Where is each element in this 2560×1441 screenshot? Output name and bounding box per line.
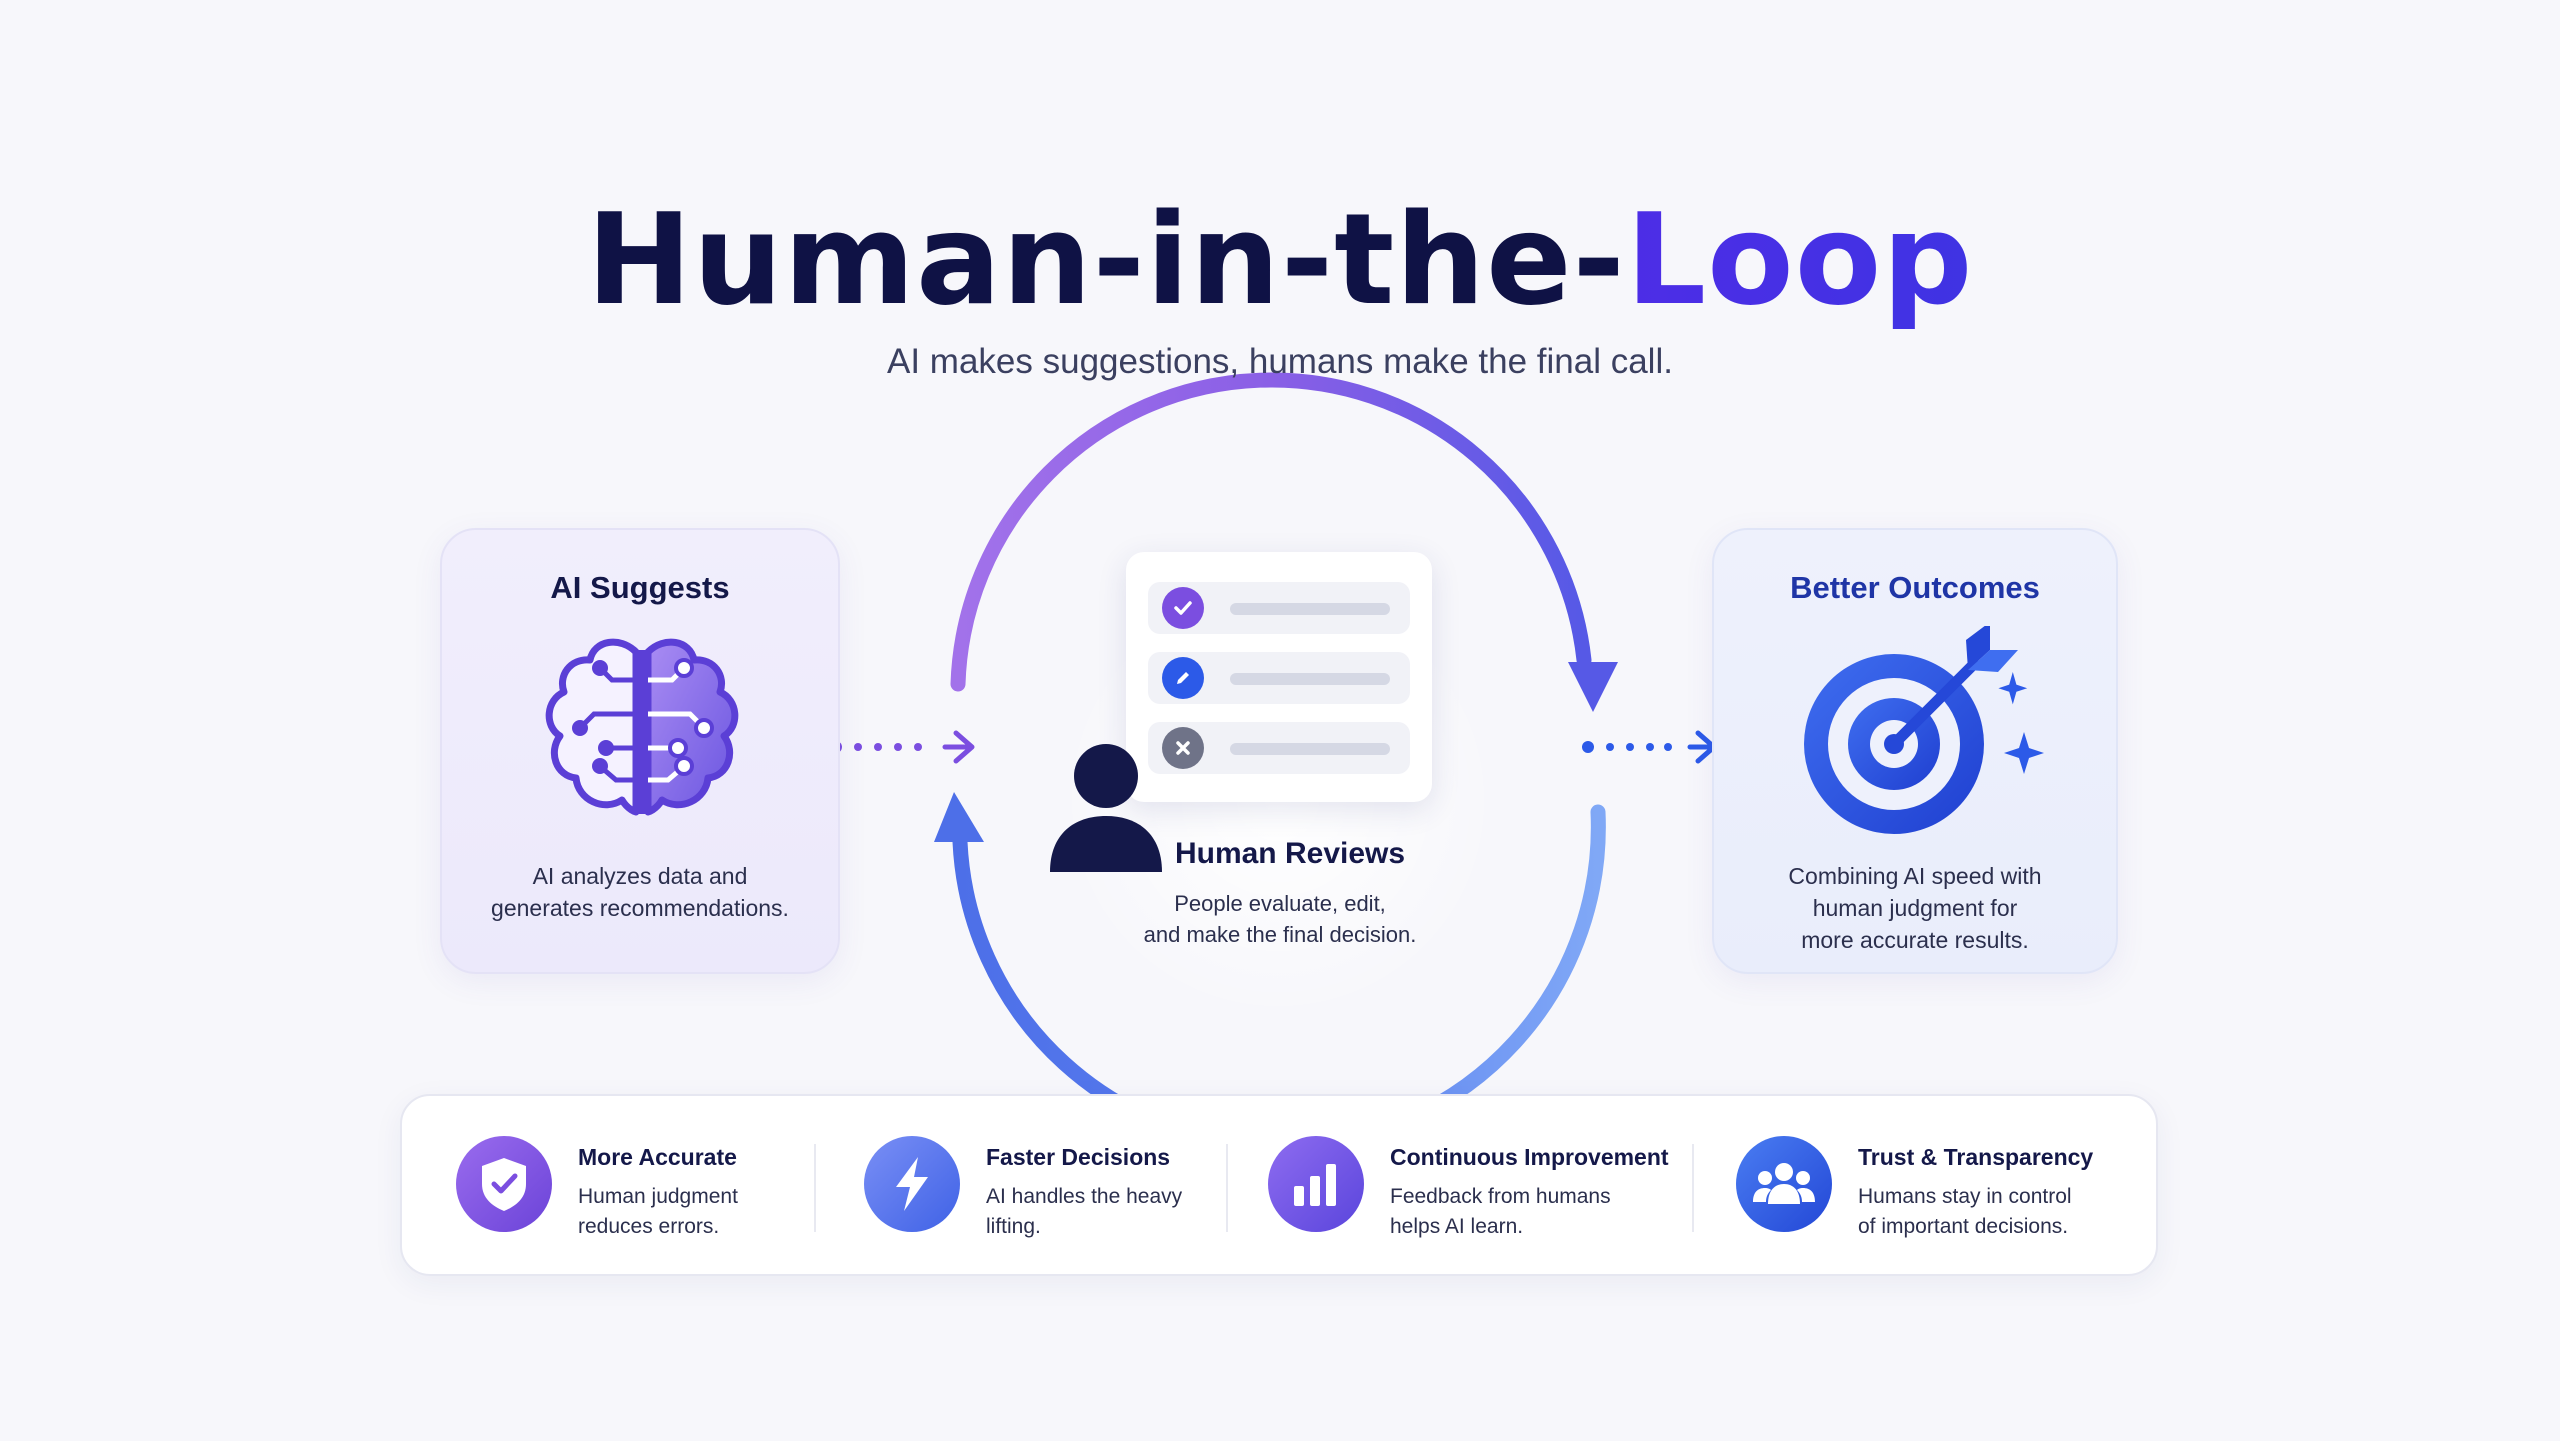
human-reviews-line-2: and make the final decision. (1143, 922, 1417, 947)
benefit-title: More Accurate (578, 1144, 737, 1170)
benefit-description: Feedback from humans helps AI learn. (1390, 1182, 1630, 1242)
human-reviews-line-1: People evaluate, edit, (1174, 891, 1386, 916)
x-icon (1162, 727, 1204, 769)
page-title: Human-in-the-Loop (0, 180, 2560, 340)
benefits-bar: More Accurate Human judgment reduces err… (400, 1094, 2158, 1276)
benefit-continuous-improvement: Continuous Improvement Feedback from hum… (1268, 1096, 1669, 1278)
benefit-title: Faster Decisions (986, 1144, 1171, 1170)
dotted-arrow-right (1582, 730, 1717, 764)
arc-bottom-arrowhead (934, 792, 984, 842)
better-outcomes-description: Combining AI speed with human judgment f… (1734, 860, 2096, 956)
better-outcomes-line-2: human judgment for (1812, 895, 2018, 921)
better-outcomes-line-1: Combining AI speed with (1788, 863, 2042, 889)
benefit-description: Human judgment reduces errors. (578, 1182, 818, 1242)
checklist-row-edit (1148, 652, 1410, 704)
review-checklist (1126, 552, 1432, 802)
better-outcomes-line-3: more accurate results. (1801, 927, 2029, 953)
target-arrow-icon (1804, 626, 2044, 834)
benefit-faster-decisions: Faster Decisions AI handles the heavy li… (864, 1096, 1204, 1278)
shield-check-icon (456, 1136, 552, 1232)
checklist-row-reject (1148, 722, 1410, 774)
benefit-divider (814, 1144, 816, 1232)
checklist-line (1230, 743, 1390, 755)
better-outcomes-card: Better Outcomes Combining AI speed with … (1712, 528, 2118, 974)
human-reviews-description: People evaluate, edit, and make the fina… (1100, 888, 1460, 950)
benefit-divider (1692, 1144, 1694, 1232)
benefit-line: helps AI learn. (1390, 1215, 1524, 1238)
benefit-line: AI handles the heavy (986, 1185, 1183, 1208)
benefit-description: AI handles the heavy lifting. (986, 1182, 1226, 1242)
benefit-more-accurate: More Accurate Human judgment reduces err… (456, 1096, 796, 1278)
checklist-row-approve (1148, 582, 1410, 634)
page-subtitle: AI makes suggestions, humans make the fi… (887, 342, 1673, 381)
title-accent: Loop (1625, 186, 1974, 333)
benefit-line: lifting. (986, 1215, 1041, 1238)
benefit-line: Feedback from humans (1390, 1185, 1611, 1208)
benefit-line: Human judgment (578, 1185, 738, 1208)
person-icon (1050, 744, 1162, 872)
benefit-title: Continuous Improvement (1390, 1144, 1669, 1170)
checklist-line (1230, 603, 1390, 615)
ai-suggests-line-1: AI analyzes data and (532, 863, 748, 889)
pencil-icon (1162, 657, 1204, 699)
ai-suggests-line-2: generates recommendations. (491, 895, 789, 921)
benefit-line: reduces errors. (578, 1215, 720, 1238)
benefit-trust-transparency: Trust & Transparency Humans stay in cont… (1736, 1096, 2136, 1278)
brain-circuit-icon (545, 638, 739, 816)
benefit-description: Humans stay in control of important deci… (1858, 1182, 2098, 1242)
dotted-arrow-left (830, 730, 975, 764)
human-reviews-title: Human Reviews (1174, 837, 1406, 870)
title-main: Human-in-the- (586, 186, 1626, 333)
benefit-line: of important decisions. (1858, 1215, 2069, 1238)
arc-top (950, 372, 1592, 692)
people-icon (1736, 1136, 1832, 1232)
better-outcomes-title: Better Outcomes (1790, 570, 2040, 605)
benefit-title: Trust & Transparency (1858, 1144, 2094, 1170)
benefit-divider (1226, 1144, 1228, 1232)
ai-suggests-title: AI Suggests (550, 570, 730, 605)
bar-chart-icon (1268, 1136, 1364, 1232)
checklist-line (1230, 673, 1390, 685)
ai-suggests-card: AI Suggests (440, 528, 840, 974)
benefit-line: Humans stay in control (1858, 1185, 2072, 1208)
lightning-icon (864, 1136, 960, 1232)
check-icon (1162, 587, 1204, 629)
arc-top-arrowhead (1568, 662, 1618, 712)
ai-suggests-description: AI analyzes data and generates recommend… (462, 860, 818, 924)
